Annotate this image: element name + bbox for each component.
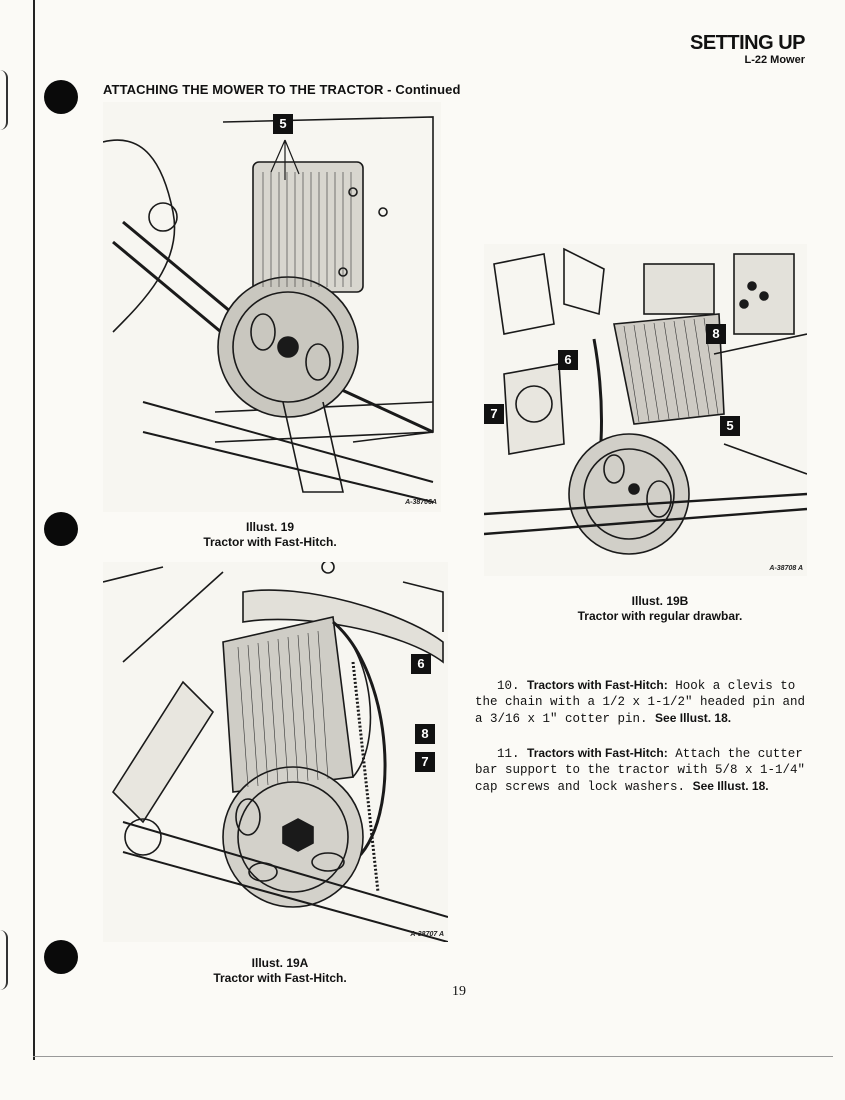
caption-text: Tractor with Fast-Hitch.: [203, 535, 337, 549]
caption-text: Tractor with Fast-Hitch.: [213, 971, 347, 985]
callout-7: 7: [415, 752, 435, 772]
step-lead: Tractors with Fast-Hitch:: [527, 746, 668, 760]
step-reference: See Illust. 18.: [692, 779, 769, 793]
step-10: 10. Tractors with Fast-Hitch: Hook a cle…: [475, 677, 820, 727]
part-number: A-38708 A: [769, 565, 803, 572]
binder-hole-middle: [44, 512, 78, 546]
page-edge-curl: [0, 70, 8, 130]
step-10-line-1: 10. Tractors with Fast-Hitch: Hook a cle…: [475, 677, 820, 694]
page-edge-curl: [0, 930, 8, 990]
section-title: ATTACHING THE MOWER TO THE TRACTOR - Con…: [103, 82, 461, 97]
header-title: SETTING UP: [689, 32, 806, 54]
callout-8: 8: [706, 324, 726, 344]
binder-hole-top: [44, 80, 78, 114]
callout-6: 6: [558, 350, 578, 370]
callout-5: 5: [273, 114, 293, 134]
callout-5: 5: [720, 416, 740, 436]
caption-number: Illust. 19: [245, 520, 295, 534]
step-11-line-1: 11. Tractors with Fast-Hitch: Attach the…: [475, 745, 820, 762]
illustration-19a-drawing: [103, 562, 448, 942]
page-number: 19: [452, 984, 466, 999]
binder-margin-line: [33, 0, 35, 1060]
step-11: 11. Tractors with Fast-Hitch: Attach the…: [475, 745, 820, 795]
figure-caption-19b: Illust. 19B Tractor with regular drawbar…: [545, 594, 775, 624]
step-lead: Tractors with Fast-Hitch:: [527, 678, 668, 692]
figure-caption-19a: Illust. 19A Tractor with Fast-Hitch.: [190, 956, 370, 986]
step-11-line-2: bar support to the tractor with 5/8 x 1-…: [475, 763, 806, 777]
callout-7: 7: [484, 404, 504, 424]
step-10-line-3: a 3/16 x 1" cotter pin. See Illust. 18.: [475, 710, 820, 727]
step-11-line-3: cap screws and lock washers. See Illust.…: [475, 778, 820, 795]
step-text: Attach the cutter: [675, 747, 803, 761]
step-10-line-2: the chain with a 1/2 x 1-1/2" headed pin…: [475, 695, 806, 709]
illustration-19-drawing: [103, 116, 434, 503]
illustration-19: 5 A-38706A: [103, 102, 441, 512]
caption-number: Illust. 19B: [631, 594, 689, 608]
step-number: 11.: [497, 747, 520, 761]
illustration-19a: 6 8 7 A-38707 A: [103, 562, 448, 942]
part-number: A-38707 A: [410, 931, 444, 938]
binder-hole-bottom: [44, 940, 78, 974]
step-text: cap screws and lock washers.: [475, 780, 686, 794]
bottom-rule: [33, 1056, 833, 1057]
callout-8: 8: [415, 724, 435, 744]
step-text: Hook a clevis to: [675, 679, 796, 693]
step-number: 10.: [497, 679, 520, 693]
callout-6: 6: [411, 654, 431, 674]
caption-text: Tractor with regular drawbar.: [577, 609, 743, 623]
step-text: a 3/16 x 1" cotter pin.: [475, 712, 648, 726]
part-number: A-38706A: [405, 499, 437, 506]
step-reference: See Illust. 18.: [655, 711, 732, 725]
header-subtitle: L-22 Mower: [744, 54, 805, 66]
illustration-19b: 8 6 7 5 A-38708 A: [484, 244, 807, 576]
figure-caption-19: Illust. 19 Tractor with Fast-Hitch.: [180, 520, 360, 550]
caption-number: Illust. 19A: [251, 956, 309, 970]
illustration-19b-drawing: [484, 247, 807, 555]
